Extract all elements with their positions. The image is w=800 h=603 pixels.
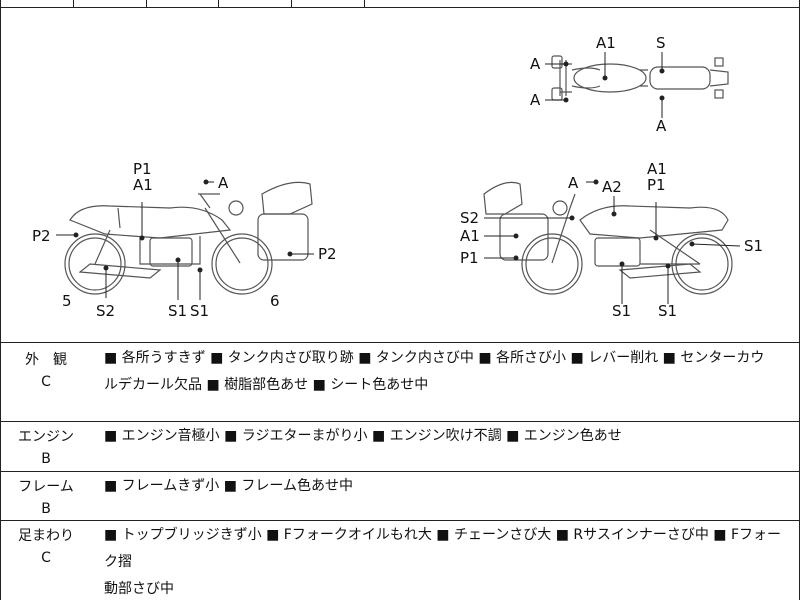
notes-line: ■ フレームきず小 ■ フレーム色あせ中: [104, 478, 353, 494]
label-right-s1b: S1: [658, 302, 677, 320]
label-left-s1a: S1: [168, 302, 187, 320]
notes-line: ルデカール欠品 ■ 樹脂部色あせ ■ シート色あせ中: [104, 377, 429, 393]
section-category: 足まわり C: [0, 525, 92, 569]
label-right-a1: A1: [647, 160, 667, 178]
label-left-5: 5: [62, 292, 72, 310]
grade-label: B: [41, 501, 51, 517]
label-right-p1: P1: [647, 176, 666, 194]
section-rule: [0, 520, 800, 521]
right-side-motorcycle: [483, 181, 733, 295]
label-right-s2: S2: [460, 209, 479, 227]
category-label: フレーム: [18, 479, 74, 495]
section-category: フレーム B: [0, 476, 92, 520]
section-category: 外 観 C: [0, 349, 92, 393]
label-left-a1: A1: [133, 176, 153, 194]
notes-line: ■ エンジン音極小 ■ ラジエターまがり小 ■ エンジン吹け不調 ■ エンジン色…: [104, 428, 622, 444]
label-left-p2-right: P2: [318, 245, 337, 263]
diagram-bottom-rule: [0, 342, 800, 343]
label-top-s: S: [656, 34, 666, 52]
label-top-a-left1: A: [530, 55, 541, 73]
top-strip-cell: [0, 0, 74, 7]
top-strip-cell: [292, 0, 365, 7]
label-right-p1-left: P1: [460, 249, 479, 267]
category-label: 足まわり: [18, 528, 74, 544]
section-notes: ■ 各所うすきず ■ タンク内さび取り跡 ■ タンク内さび中 ■ 各所さび小 ■…: [104, 345, 792, 399]
top-strip-cell: [74, 0, 147, 7]
notes-line: ■ 各所うすきず ■ タンク内さび取り跡 ■ タンク内さび中 ■ 各所さび小 ■…: [104, 350, 765, 366]
label-right-a2: A2: [602, 178, 622, 196]
section-engine: エンジン B ■ エンジン音極小 ■ ラジエターまがり小 ■ エンジン吹け不調 …: [0, 422, 800, 471]
section-rule: [0, 471, 800, 472]
section-chassis: 足まわり C ■ トップブリッジきず小 ■ Fフォークオイルもれ大 ■ チェーン…: [0, 521, 800, 600]
top-view-motorcycle: [551, 55, 729, 101]
label-left-p2: P2: [32, 227, 51, 245]
label-left-a: A: [218, 174, 229, 192]
top-strip-cell: [219, 0, 292, 7]
section-frame: フレーム B ■ フレームきず小 ■ フレーム色あせ中: [0, 472, 800, 520]
notes-line: ■ トップブリッジきず小 ■ Fフォークオイルもれ大 ■ チェーンさび大 ■ R…: [104, 527, 782, 570]
label-left-6: 6: [270, 292, 280, 310]
category-label: エンジン: [18, 429, 74, 445]
label-right-s1a: S1: [612, 302, 631, 320]
label-right-s1-right: S1: [744, 237, 763, 255]
left-side-motorcycle: [64, 181, 313, 295]
section-notes: ■ トップブリッジきず小 ■ Fフォークオイルもれ大 ■ チェーンさび大 ■ R…: [104, 522, 792, 603]
left-border: [0, 0, 1, 600]
label-left-s1b: S1: [190, 302, 209, 320]
grade-label: B: [41, 451, 51, 467]
notes-line: 動部さび中: [104, 581, 174, 597]
label-top-a1: A1: [596, 34, 616, 52]
label-left-p1: P1: [133, 160, 152, 178]
leader-lines: [56, 52, 741, 304]
label-top-a-left2: A: [530, 91, 541, 109]
label-right-a: A: [568, 174, 579, 192]
grade-label: C: [41, 550, 51, 566]
section-rule: [0, 421, 800, 422]
label-right-a1-left: A1: [460, 227, 480, 245]
label-left-s2: S2: [96, 302, 115, 320]
grade-label: C: [41, 374, 51, 390]
section-exterior: 外 観 C ■ 各所うすきず ■ タンク内さび取り跡 ■ タンク内さび中 ■ 各…: [0, 343, 800, 421]
section-category: エンジン B: [0, 426, 92, 470]
top-rule: [0, 7, 800, 8]
section-notes: ■ フレームきず小 ■ フレーム色あせ中: [104, 473, 792, 500]
category-label: 外 観: [25, 352, 67, 368]
section-notes: ■ エンジン音極小 ■ ラジエターまがり小 ■ エンジン吹け不調 ■ エンジン色…: [104, 423, 792, 450]
label-top-a-bottom: A: [656, 117, 667, 135]
damage-diagram: A1 S A A A P1 A1 A P2 P2 5 S2 S1 S1 6 A1…: [32, 34, 763, 320]
top-strip-cell: [147, 0, 219, 7]
